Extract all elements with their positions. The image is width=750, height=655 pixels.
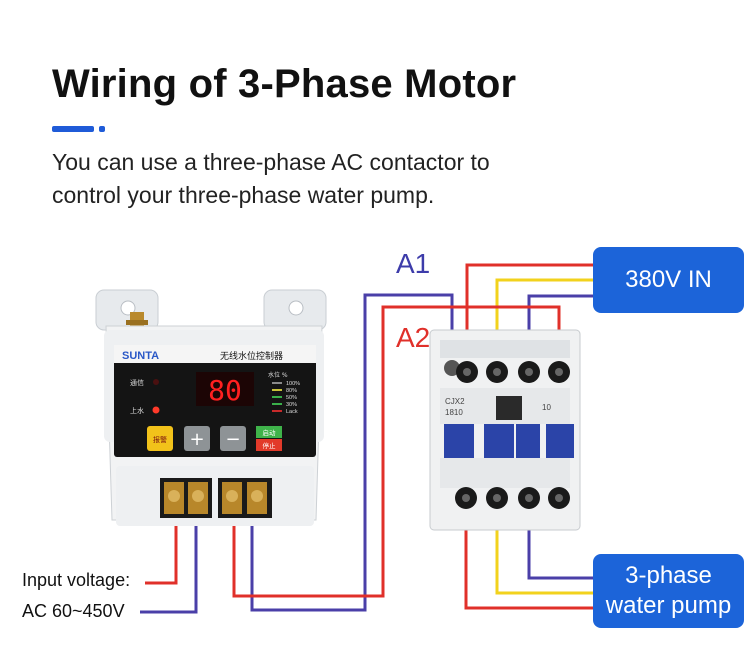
brand-label: SUNTA <box>122 350 159 362</box>
ac-contactor: CJX2 1810 10 <box>429 329 581 531</box>
minus-button <box>220 426 246 451</box>
contactor-model: CJX2 <box>445 397 465 406</box>
svg-text:−: − <box>225 429 240 450</box>
contactor-slot <box>546 424 574 458</box>
wire-input-blue <box>140 505 198 614</box>
level-lack: Lack <box>286 409 298 415</box>
title-accent-bar <box>52 126 94 132</box>
svg-text:+: + <box>189 429 204 450</box>
controller-name: 无线水位控制器 <box>220 350 283 362</box>
contactor-model-no: 1810 <box>445 408 463 417</box>
stop-button <box>256 439 282 451</box>
label-a2: A2 <box>396 322 431 353</box>
level-30: 30% <box>286 402 297 408</box>
title-accent-dot <box>99 126 105 132</box>
contactor-bottom-terminals <box>455 487 570 509</box>
wire-a1-coil <box>250 293 454 612</box>
wire-red-supply <box>465 263 593 355</box>
wire-input-red <box>145 505 178 585</box>
terminal-block-right <box>218 478 272 518</box>
contactor-top-terminals <box>444 360 570 383</box>
svg-text:启动: 启动 <box>263 428 277 437</box>
plus-button <box>184 426 210 451</box>
wire-yellow-output <box>495 500 593 595</box>
level-50: 50% <box>286 395 297 401</box>
input-voltage-label: Input voltage: <box>22 570 131 590</box>
contactor-slot <box>444 424 474 458</box>
water-level-controller: SUNTA 无线水位控制器 通信 上水 80 水位 % 100% 80% 50%… <box>95 289 327 526</box>
terminal-block-left <box>160 478 212 518</box>
water-label: 上水 <box>130 406 144 415</box>
wire-a2-coil <box>232 305 561 598</box>
label-a1: A1 <box>396 248 431 279</box>
signal-label: 通信 <box>130 378 144 387</box>
alarm-button <box>147 426 173 451</box>
contactor-slot <box>484 424 514 458</box>
subtitle-line-2: control your three-phase water pump. <box>52 182 435 208</box>
water-pump-box: 3-phase water pump <box>593 554 744 628</box>
level-display: 80 <box>208 374 242 407</box>
start-button <box>256 426 282 438</box>
subtitle: You can use a three-phase AC contactor t… <box>52 146 490 212</box>
level-80: 80% <box>286 388 297 394</box>
level-unit: 水位 % <box>268 371 288 379</box>
contactor-slot <box>516 424 540 458</box>
power-input-box: 380V IN <box>593 247 744 313</box>
ac-range-label: AC 60~450V <box>22 601 125 621</box>
svg-text:报警: 报警 <box>153 435 167 444</box>
level-100: 100% <box>286 381 300 387</box>
subtitle-line-1: You can use a three-phase AC contactor t… <box>52 149 490 175</box>
svg-text:停止: 停止 <box>263 441 277 450</box>
wire-red-output <box>464 500 593 610</box>
contactor-rating: 10 <box>542 403 551 412</box>
pump-line-2: water pump <box>605 592 732 619</box>
pump-line-1: 3-phase <box>625 562 712 589</box>
page-title: Wiring of 3-Phase Motor <box>52 62 517 106</box>
water-indicator-icon <box>152 406 160 414</box>
